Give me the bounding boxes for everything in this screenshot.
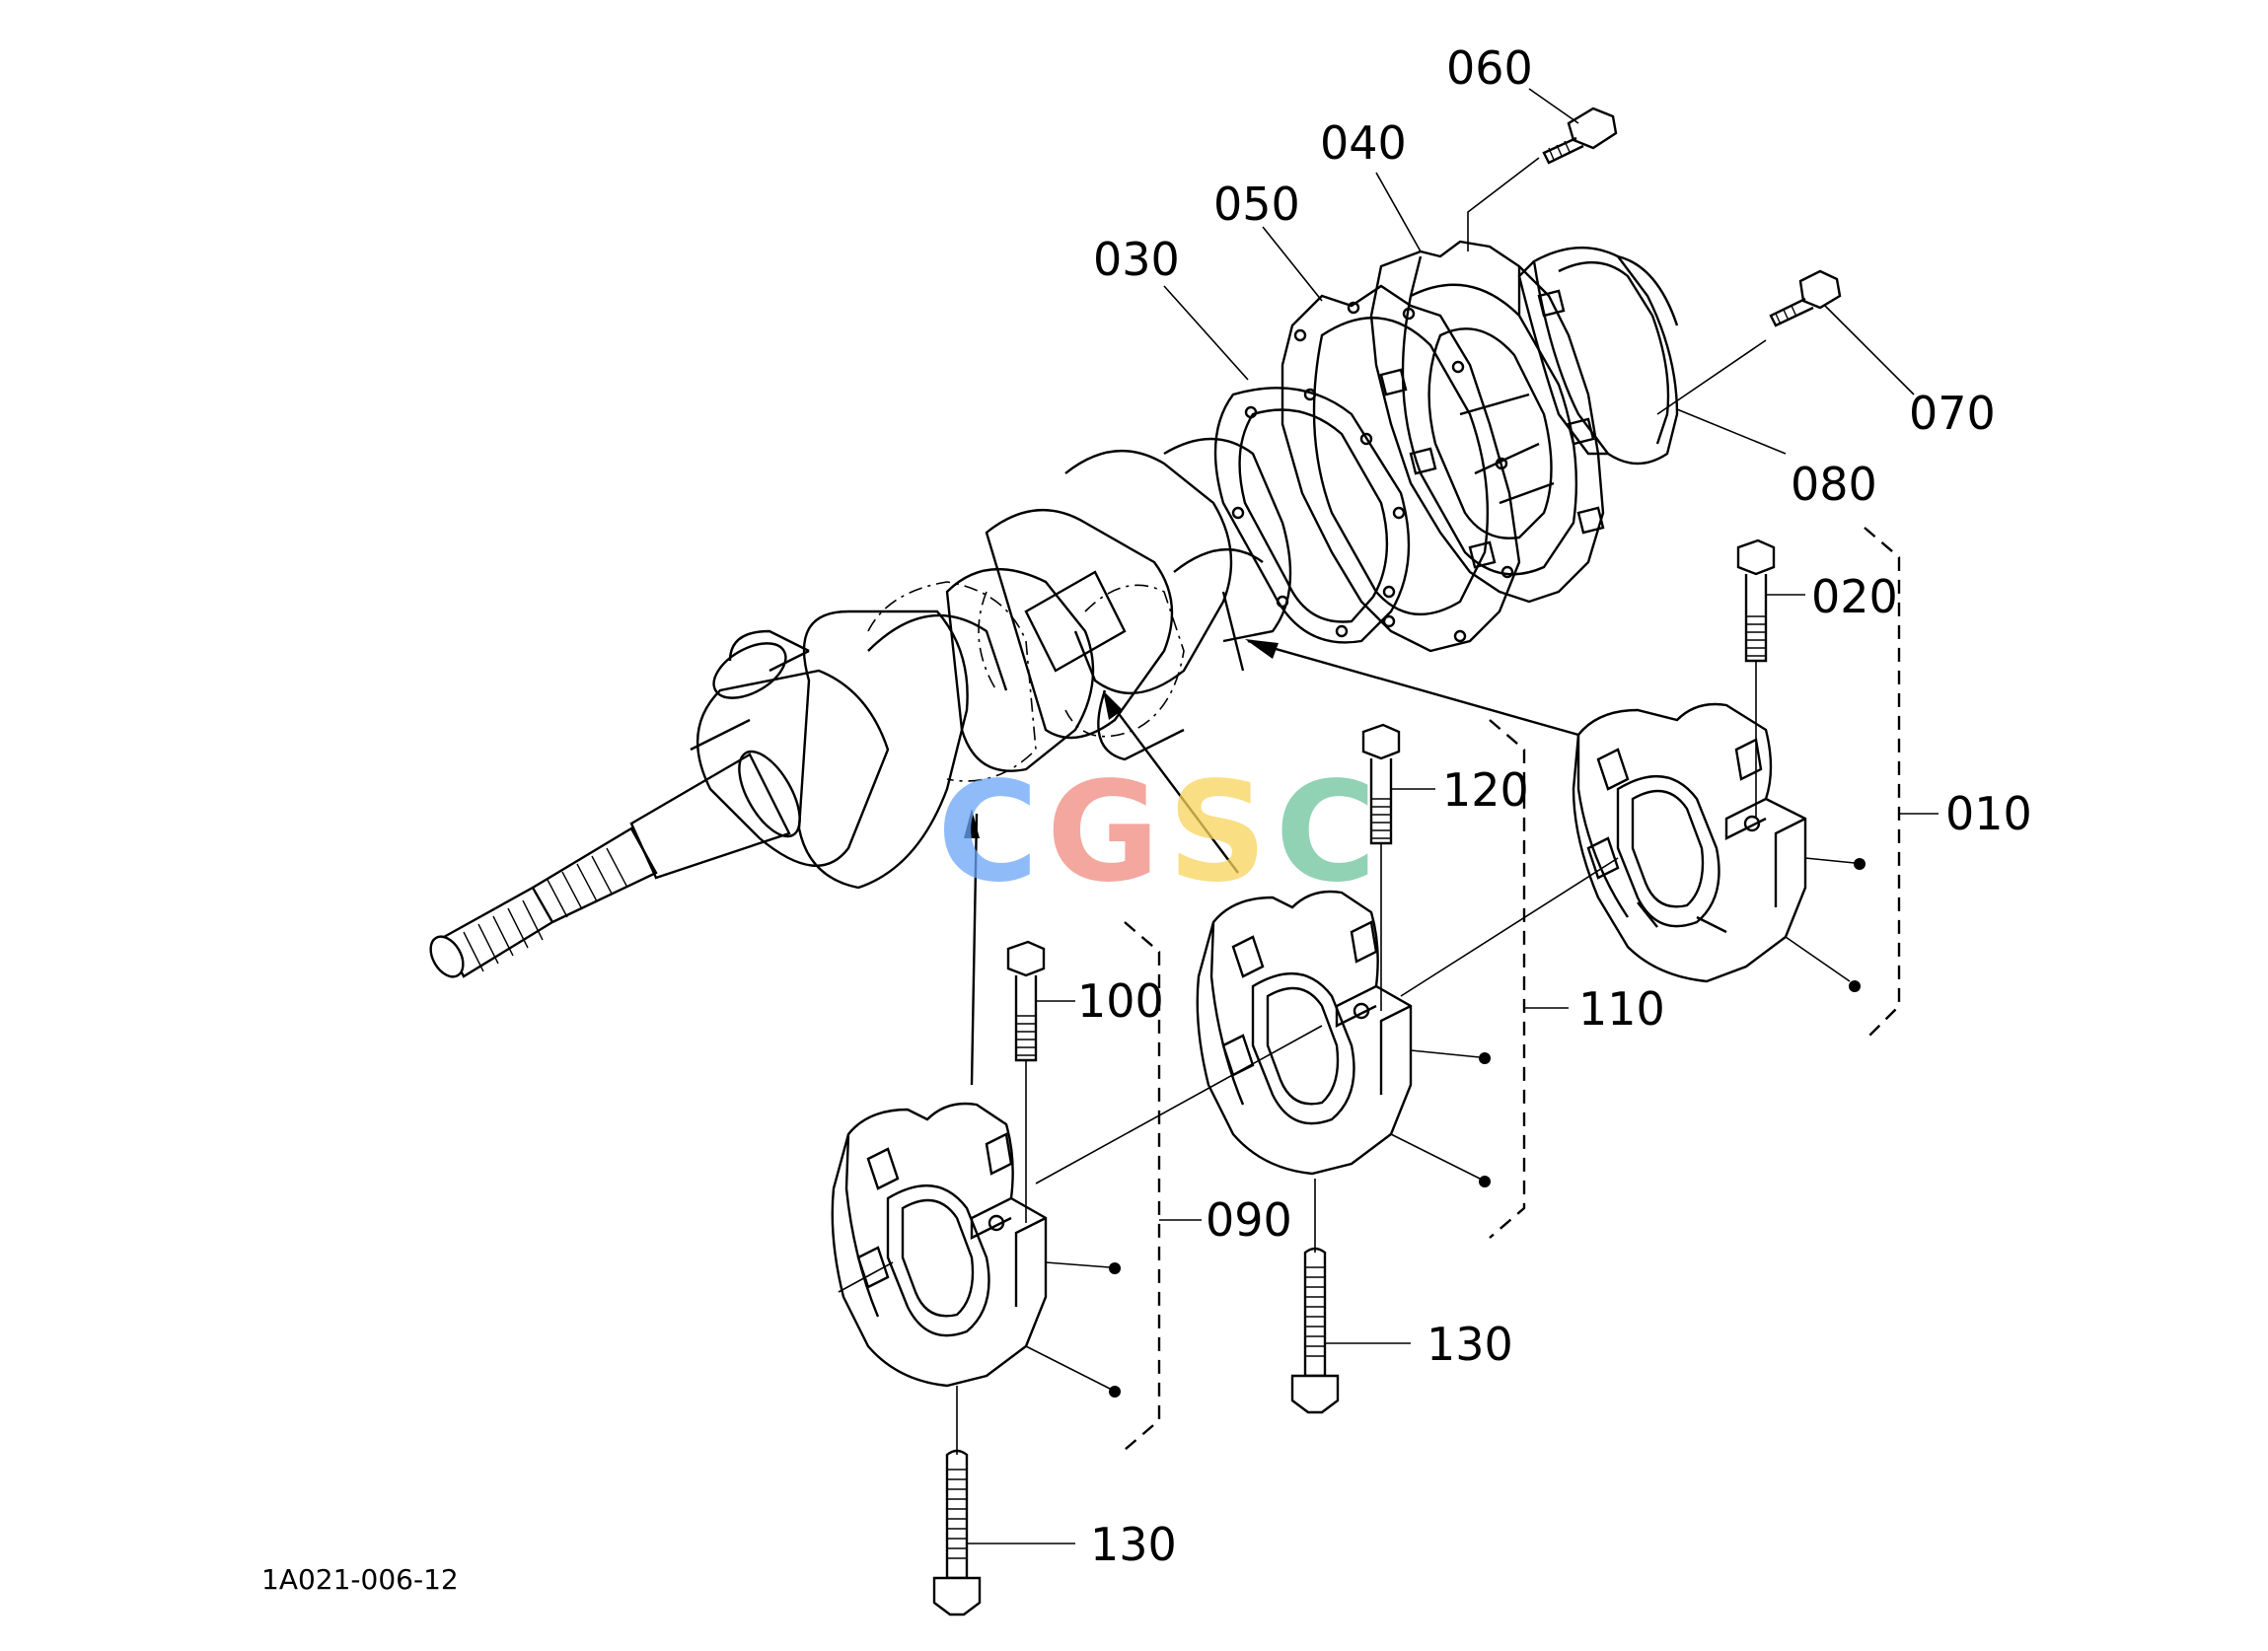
part-060-bolt [1542,107,1618,165]
watermark-letter-1: C [937,753,1047,913]
callout-020: 020 [1811,570,1898,623]
callout-060: 060 [1446,41,1533,95]
assembly-lines [838,157,1866,1455]
callout-040: 040 [1320,116,1407,170]
part-130-bolt-middle [1290,1247,1340,1414]
part-030-gasket [1213,387,1411,644]
crankshaft-spline-end [429,826,658,978]
part-110-main-bearing-case [1196,890,1413,1176]
group-brackets [1124,527,1901,1451]
callout-010: 010 [1945,787,2032,840]
watermark-letter-4: C [1275,753,1385,913]
watermark-logo: CGSC [937,764,1384,902]
part-020-bolt [1736,538,1776,663]
crankshaft-web-4 [1064,449,1233,695]
callout-080: 080 [1791,458,1877,511]
crankshaft-web-1 [797,610,969,890]
bracket-090 [1124,921,1161,1451]
callout-050: 050 [1213,178,1300,231]
figure-code: 1A021-006-12 [261,1563,459,1596]
part-010-main-bearing-case [1572,702,1807,983]
callout-120: 120 [1442,763,1529,817]
part-080-oil-seal [1517,247,1679,466]
part-090-main-bearing-case [831,1102,1048,1388]
callout-090: 090 [1206,1193,1292,1247]
callout-110: 110 [1578,982,1665,1036]
crankshaft-web-2 [945,567,1095,772]
callout-130-middle: 130 [1427,1318,1513,1371]
part-040-bearing-case [1369,240,1605,604]
callout-030: 030 [1093,233,1180,286]
callout-leaders [967,88,1939,1544]
bracket-110 [1489,719,1526,1239]
crankshaft-nose [629,753,791,880]
part-100-bolt [1006,940,1046,1062]
watermark-letter-3: S [1167,753,1276,913]
callout-070: 070 [1909,387,1996,440]
crankshaft [429,437,1292,978]
bracket-010 [1864,527,1901,1041]
crankshaft-web-3 [985,508,1174,740]
callout-130-lower: 130 [1090,1518,1177,1571]
watermark-letter-2: G [1046,753,1168,913]
callout-100: 100 [1077,974,1164,1028]
part-130-bolt-lower [932,1449,982,1616]
part-070-bolt [1769,269,1842,327]
